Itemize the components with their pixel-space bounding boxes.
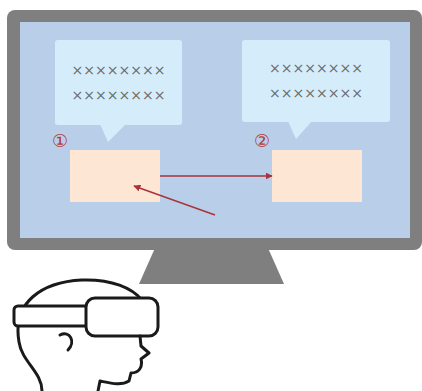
edge-group [160, 176, 272, 177]
monitor-frame [7, 10, 422, 250]
speech-bubble: ×××××××× ×××××××× [55, 40, 182, 125]
ear [60, 334, 72, 350]
callout-number: ② [254, 131, 270, 151]
bubble-tail [288, 121, 312, 139]
bubble-text: ×××××××× ×××××××× [250, 56, 382, 106]
flow-arrow [160, 175, 272, 177]
monitor-screen [20, 22, 410, 238]
vr-user [14, 280, 158, 391]
text-group: ×××××××× ×××××××× [63, 58, 174, 108]
screen-panel: ② [272, 150, 362, 202]
leader-arrow [134, 186, 215, 215]
monitor-stand [139, 248, 284, 284]
text-group: ×××××××× ×××××××× [250, 56, 382, 106]
speech-bubble: ×××××××× ×××××××× [242, 40, 390, 122]
callout-number: ① [52, 131, 68, 151]
face-profile [98, 336, 149, 391]
screen-panel: ① [70, 150, 160, 202]
bubble-text: ×××××××× ×××××××× [63, 58, 174, 108]
headset-strap [14, 306, 94, 326]
headset-goggles [86, 298, 158, 336]
bubble-tail [100, 124, 126, 142]
